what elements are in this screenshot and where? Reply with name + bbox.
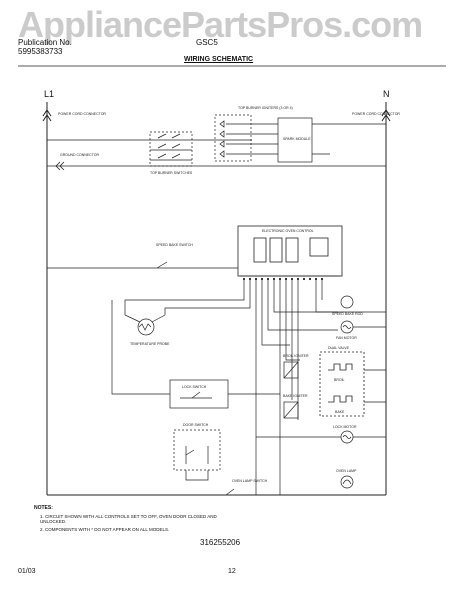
top-burner-switches-label: TOP BURNER SWITCHES (150, 171, 193, 175)
oven-control-label: ELECTRONIC OVEN CONTROL (262, 229, 314, 233)
leg-l1-label: L1 (44, 89, 54, 99)
spark-module-label: SPARK MODULE (283, 137, 311, 141)
notes-item-1: 1. CIRCUIT SHOWN WITH ALL CONTROLS SET T… (40, 514, 217, 524)
door-switch-label: DOOR SWITCH (183, 423, 209, 427)
fan-motor-label: FAN MOTOR (336, 336, 357, 340)
footer-page: 12 (228, 568, 236, 575)
oven-lamp-switch-label: OVEN LAMP SWITCH (232, 479, 268, 483)
lock-switch-label: LOCK SWITCH (182, 385, 207, 389)
power-cord-right-label: POWER CORD CONNECTOR (352, 112, 400, 116)
model-number: GSC5 (196, 38, 218, 47)
part-number: 316255206 (200, 538, 241, 547)
publication-number: 5995383733 (18, 47, 63, 56)
page-title: WIRING SCHEMATIC (184, 56, 254, 63)
temperature-probe-label: TEMPERATURE PROBE (130, 342, 170, 346)
power-cord-left-label: POWER CORD CONNECTOR (58, 112, 106, 116)
notes-heading: NOTES: (34, 505, 53, 511)
broil-label: BROIL (334, 378, 345, 382)
speed-bake-switch-label: SPEED BAKE SWITCH (156, 243, 193, 247)
bake-label: BAKE (335, 410, 345, 414)
ground-connector-label: GROUND CONNECTOR (60, 153, 99, 157)
speed-bake-rod-label: SPEED BAKE ROD (332, 312, 363, 316)
leg-n-label: N (383, 89, 390, 99)
dual-valve-label: DUAL VALVE (328, 346, 350, 350)
notes-item-2: 2. COMPONENTS WITH * DO NOT APPEAR ON AL… (40, 527, 170, 532)
igniters-label: TOP BURNER IGNITERS (3 OR 4) (238, 106, 293, 110)
broil-igniter-label: BROIL IGNITER (283, 354, 309, 358)
watermark: AppliancePartsPros.com (18, 4, 423, 45)
footer-date: 01/03 (18, 568, 36, 575)
bake-igniter-label: BAKE IGNITER (283, 394, 308, 398)
publication-label: Publication No. (18, 38, 72, 47)
oven-lamp-label: OVEN LAMP (336, 469, 357, 473)
lock-motor-label: LOCK MOTOR (333, 425, 357, 429)
